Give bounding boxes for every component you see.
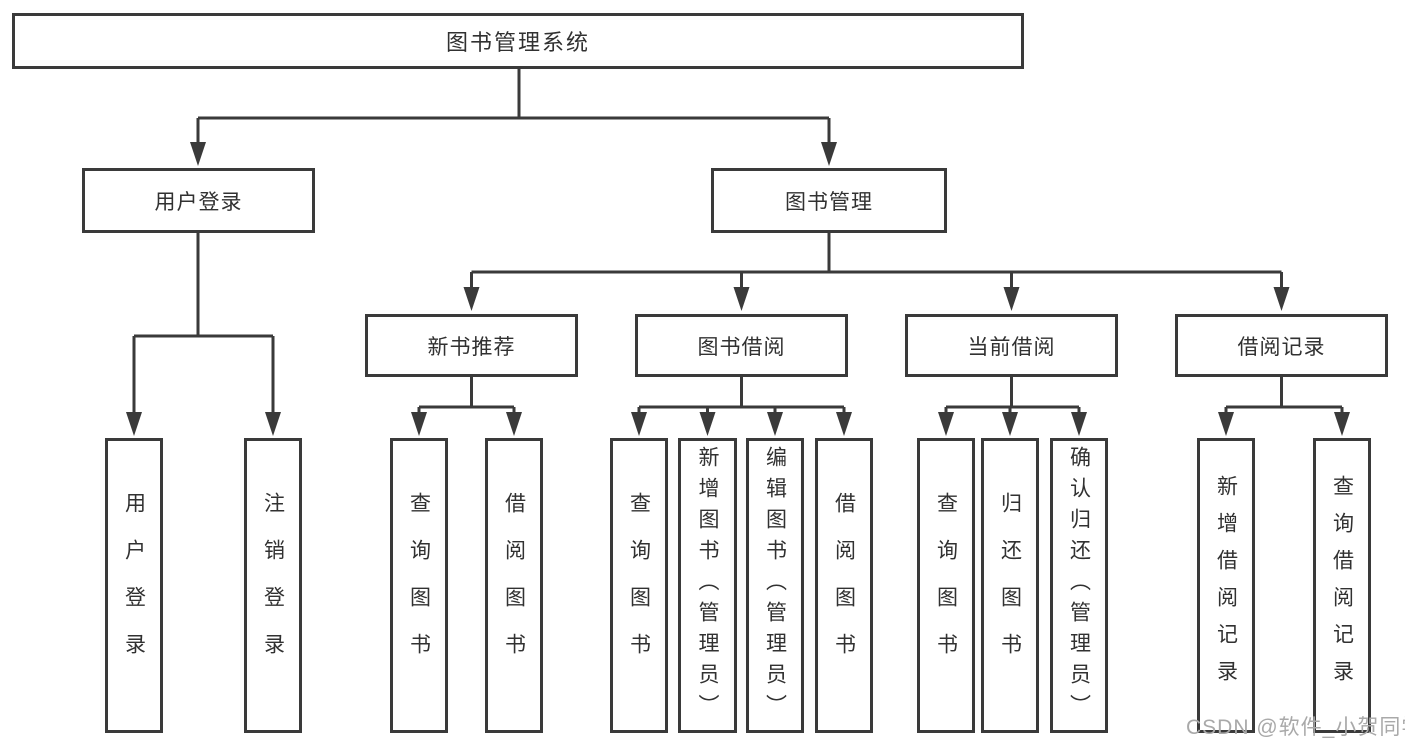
arrow-down-icon bbox=[1218, 412, 1234, 436]
node-borrowing-records: 借阅记录 bbox=[1175, 314, 1388, 377]
arrow-down-icon bbox=[463, 287, 480, 311]
arrow-down-icon bbox=[190, 142, 206, 166]
leaf-add-book-admin: 新增图书（管理员） bbox=[678, 438, 737, 733]
node-borrowing-records-label: 借阅记录 bbox=[1237, 335, 1326, 359]
leaf-query-books-borrow-label: 查询图书 bbox=[627, 491, 651, 680]
arrowheads bbox=[126, 118, 1350, 436]
node-user-login: 用户登录 bbox=[82, 168, 315, 233]
leaf-edit-book-admin: 编辑图书（管理员） bbox=[746, 438, 804, 733]
node-book-management: 图书管理 bbox=[711, 168, 947, 233]
leaf-query-borrow-record-label: 查询借阅记录 bbox=[1330, 474, 1354, 697]
leaf-borrow-books: 借阅图书 bbox=[815, 438, 873, 733]
leaf-add-borrow-record-label: 新增借阅记录 bbox=[1214, 474, 1238, 697]
node-new-book-recommend-label: 新书推荐 bbox=[427, 335, 516, 359]
arrow-down-icon bbox=[411, 412, 427, 436]
leaf-borrow-books-label: 借阅图书 bbox=[832, 491, 856, 680]
arrow-down-icon bbox=[1003, 287, 1020, 311]
leaf-edit-book-admin-label: 编辑图书（管理员） bbox=[763, 446, 787, 725]
arrow-down-icon bbox=[836, 412, 852, 436]
leaf-query-books-recommend-label: 查询图书 bbox=[407, 491, 431, 680]
leaf-confirm-return-admin-label: 确认归还（管理员） bbox=[1067, 446, 1091, 725]
node-book-borrowing-label: 图书借阅 bbox=[697, 335, 786, 359]
arrow-down-icon bbox=[733, 287, 750, 311]
leaf-add-book-admin-label: 新增图书（管理员） bbox=[696, 446, 719, 725]
node-current-borrowing: 当前借阅 bbox=[905, 314, 1118, 377]
leaf-logout-label: 注销登录 bbox=[261, 491, 285, 680]
node-user-login-label: 用户登录 bbox=[154, 190, 243, 214]
node-book-management-label: 图书管理 bbox=[785, 190, 873, 214]
leaf-confirm-return-admin: 确认归还（管理员） bbox=[1050, 438, 1108, 733]
connector-lines bbox=[134, 69, 1342, 409]
arrow-down-icon bbox=[821, 142, 837, 166]
leaf-query-books-recommend: 查询图书 bbox=[390, 438, 448, 733]
leaf-borrow-books-recommend-label: 借阅图书 bbox=[502, 491, 526, 680]
node-current-borrowing-label: 当前借阅 bbox=[967, 335, 1056, 359]
leaf-user-login-label: 用户登录 bbox=[122, 491, 146, 680]
leaf-query-books-current-label: 查询图书 bbox=[934, 491, 958, 680]
node-book-borrowing: 图书借阅 bbox=[635, 314, 848, 377]
node-library-system-label: 图书管理系统 bbox=[445, 30, 590, 55]
arrow-down-icon bbox=[506, 412, 522, 436]
arrow-down-icon bbox=[699, 412, 716, 436]
arrow-down-icon bbox=[767, 412, 783, 436]
leaf-return-book-label: 归还图书 bbox=[998, 491, 1022, 680]
arrow-down-icon bbox=[126, 412, 142, 436]
node-library-system: 图书管理系统 bbox=[12, 13, 1024, 69]
arrow-down-icon bbox=[265, 412, 281, 436]
leaf-logout: 注销登录 bbox=[244, 438, 302, 733]
node-new-book-recommend: 新书推荐 bbox=[365, 314, 578, 377]
watermark: CSDN @软件_小贺同学 bbox=[1186, 716, 1405, 739]
leaf-user-login: 用户登录 bbox=[105, 438, 163, 733]
leaf-query-books-current: 查询图书 bbox=[917, 438, 975, 733]
arrow-down-icon bbox=[938, 412, 954, 436]
leaf-add-borrow-record: 新增借阅记录 bbox=[1197, 438, 1255, 733]
arrow-down-icon bbox=[1273, 287, 1290, 311]
arrow-down-icon bbox=[631, 412, 647, 436]
leaf-borrow-books-recommend: 借阅图书 bbox=[485, 438, 543, 733]
arrow-down-icon bbox=[1002, 412, 1018, 436]
arrow-down-icon bbox=[1334, 412, 1350, 436]
leaf-query-borrow-record: 查询借阅记录 bbox=[1313, 438, 1371, 733]
leaf-return-book: 归还图书 bbox=[981, 438, 1039, 733]
arrow-down-icon bbox=[1071, 412, 1087, 436]
leaf-query-books-borrow: 查询图书 bbox=[610, 438, 668, 733]
